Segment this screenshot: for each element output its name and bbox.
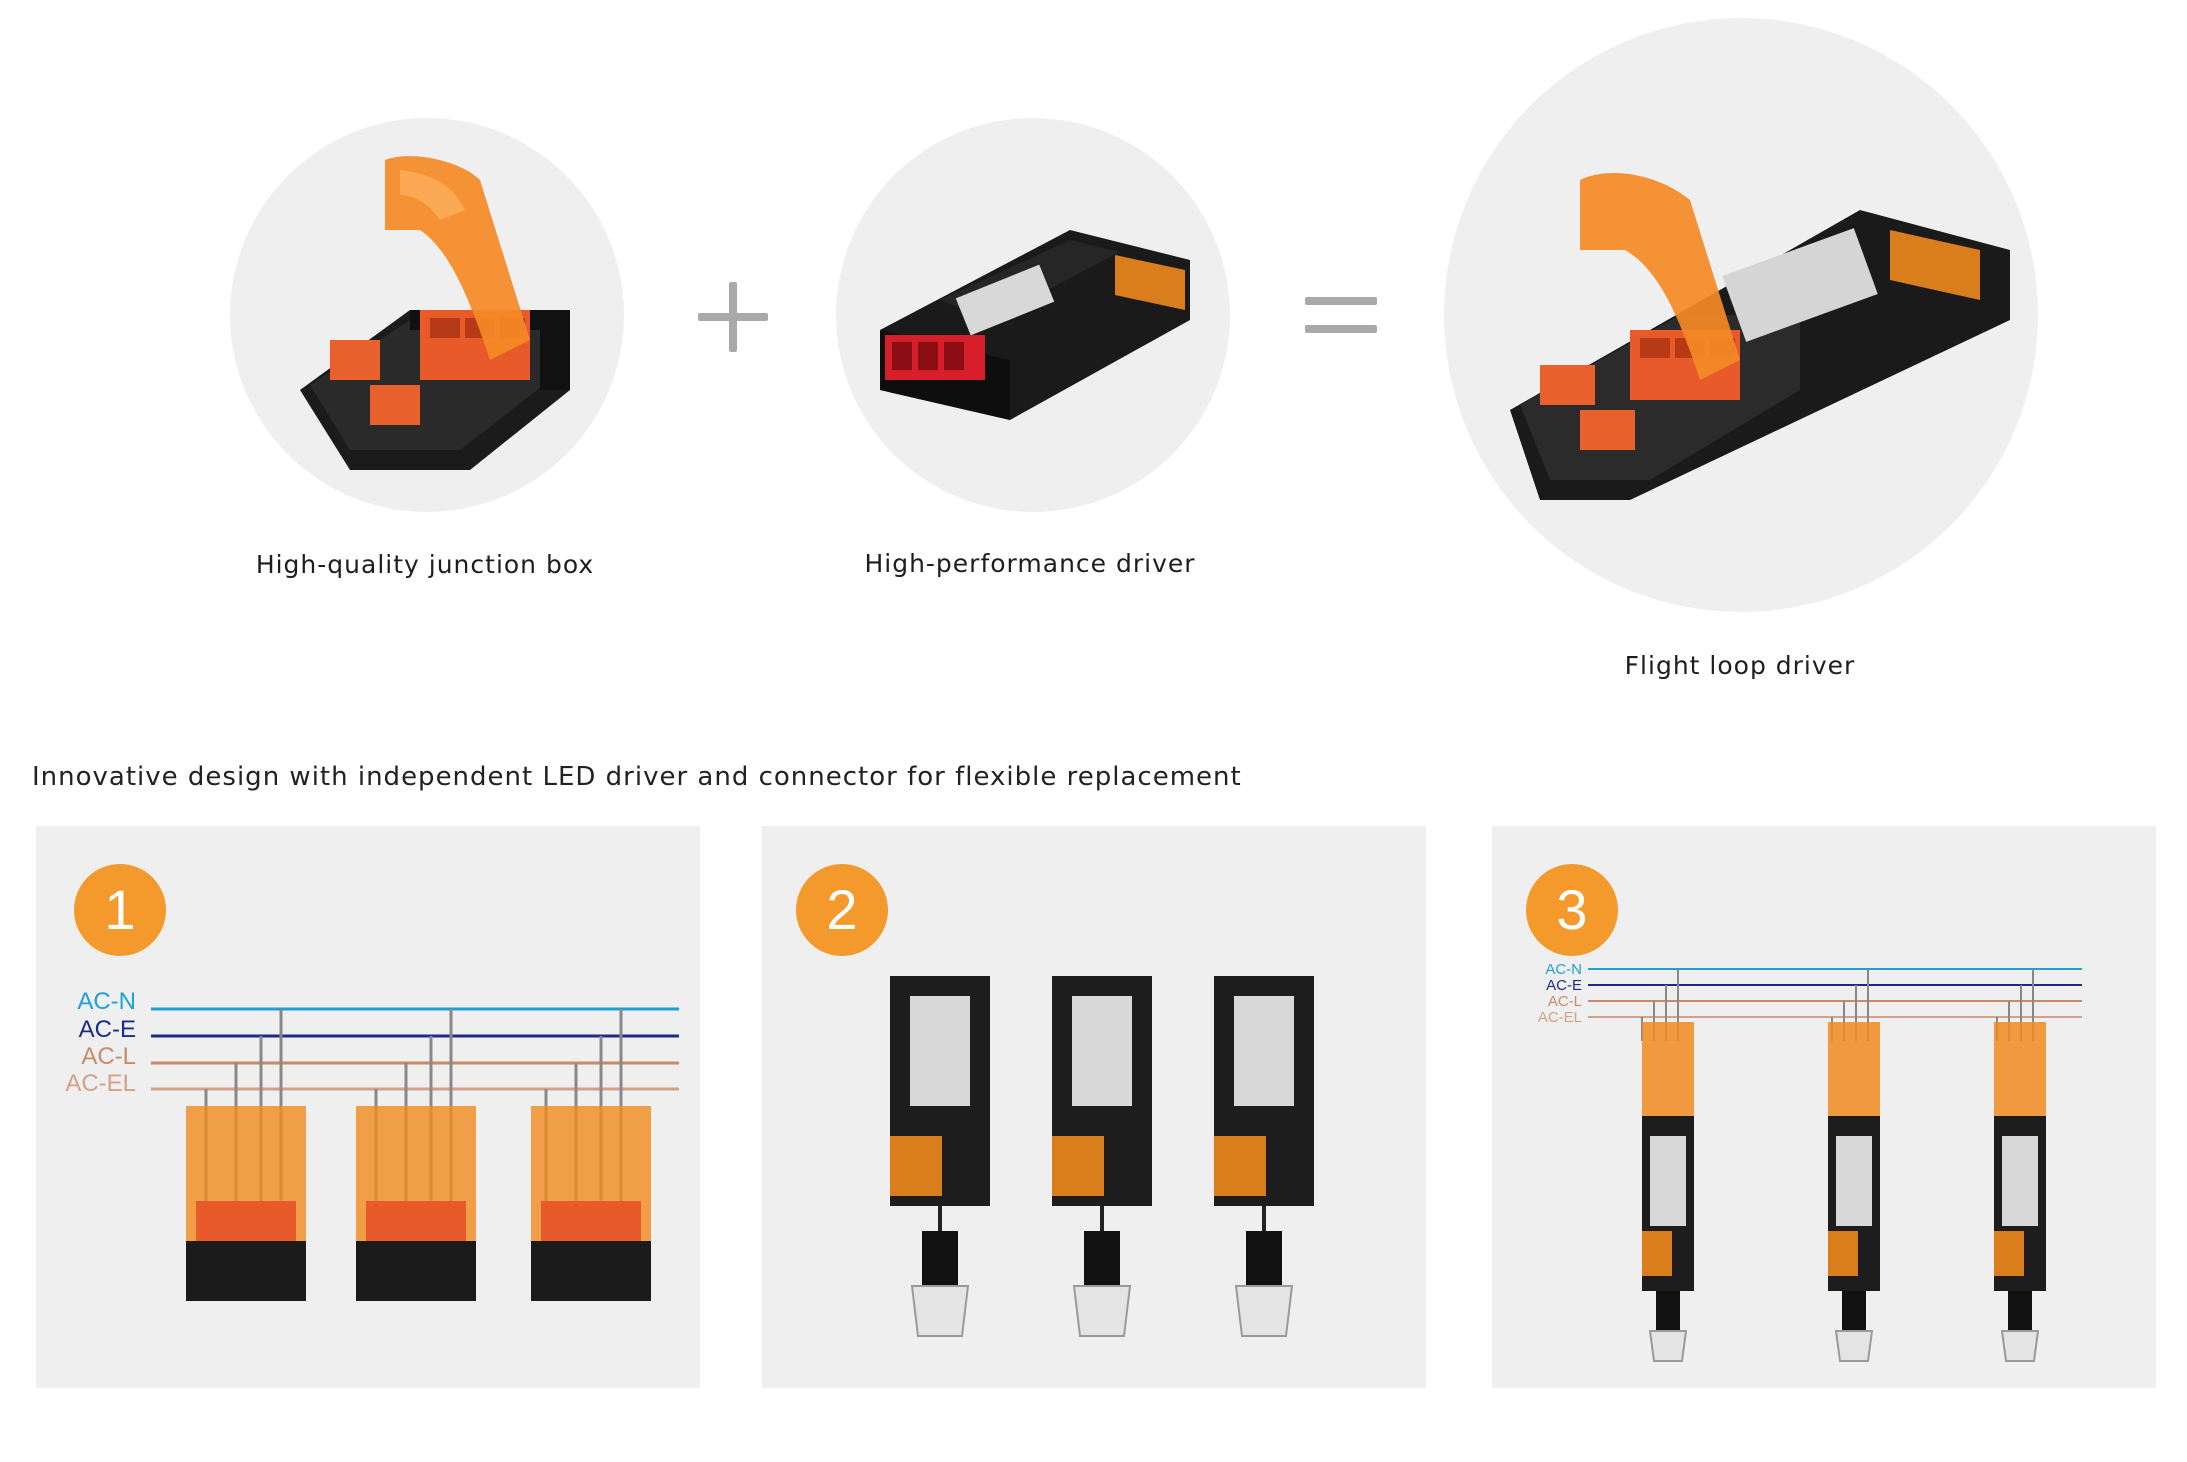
step-1-panel: 1 AC-N AC-E AC-L AC-EL [36, 826, 700, 1388]
equals-sign-bottom [1305, 325, 1377, 333]
step-1-badge: 1 [74, 864, 166, 956]
wire-label-l: AC-L [81, 1043, 136, 1070]
loop-unit-3 [1994, 969, 2046, 1362]
step-2-diagram [890, 976, 1314, 1337]
wire-label-n-small: AC-N [1545, 961, 1582, 978]
junction-box-1 [186, 1009, 306, 1301]
driver-image [880, 230, 1190, 420]
section-headline: Innovative design with independent LED d… [32, 762, 1242, 792]
junction-box-3 [531, 1009, 651, 1301]
driver-unit-2 [1052, 976, 1152, 1337]
step-3-badge: 3 [1526, 864, 1618, 956]
loop-unit-2 [1828, 969, 1880, 1362]
junction-box-image [300, 156, 570, 470]
step-2-badge: 2 [796, 864, 888, 956]
wire-label-e: AC-E [79, 1016, 136, 1043]
driver-unit-1 [890, 976, 990, 1337]
wire-label-l-small: AC-L [1548, 993, 1582, 1010]
caption-driver: High-performance driver [864, 549, 1196, 578]
plus-sign-vertical [729, 282, 737, 352]
step-1-diagram: AC-N AC-E AC-L AC-EL [65, 988, 679, 1301]
caption-flight-loop: Flight loop driver [1624, 651, 1856, 680]
step-3-diagram: AC-N AC-E AC-L AC-EL [1538, 961, 2082, 1362]
loop-unit-1 [1641, 969, 1694, 1362]
wire-label-el-small: AC-EL [1538, 1009, 1582, 1026]
step-2-panel: 2 [762, 826, 1426, 1388]
wire-label-e-small: AC-E [1546, 977, 1582, 994]
wire-label-n: AC-N [77, 988, 136, 1015]
wire-label-el: AC-EL [65, 1070, 136, 1097]
caption-junction-box: High-quality junction box [255, 550, 595, 579]
step-3-panel: 3 AC-N AC-E AC-L AC-EL [1492, 826, 2156, 1388]
driver-unit-3 [1214, 976, 1314, 1337]
flight-loop-image [1510, 172, 2010, 500]
junction-box-2 [356, 1009, 476, 1301]
equals-sign-top [1305, 297, 1377, 305]
